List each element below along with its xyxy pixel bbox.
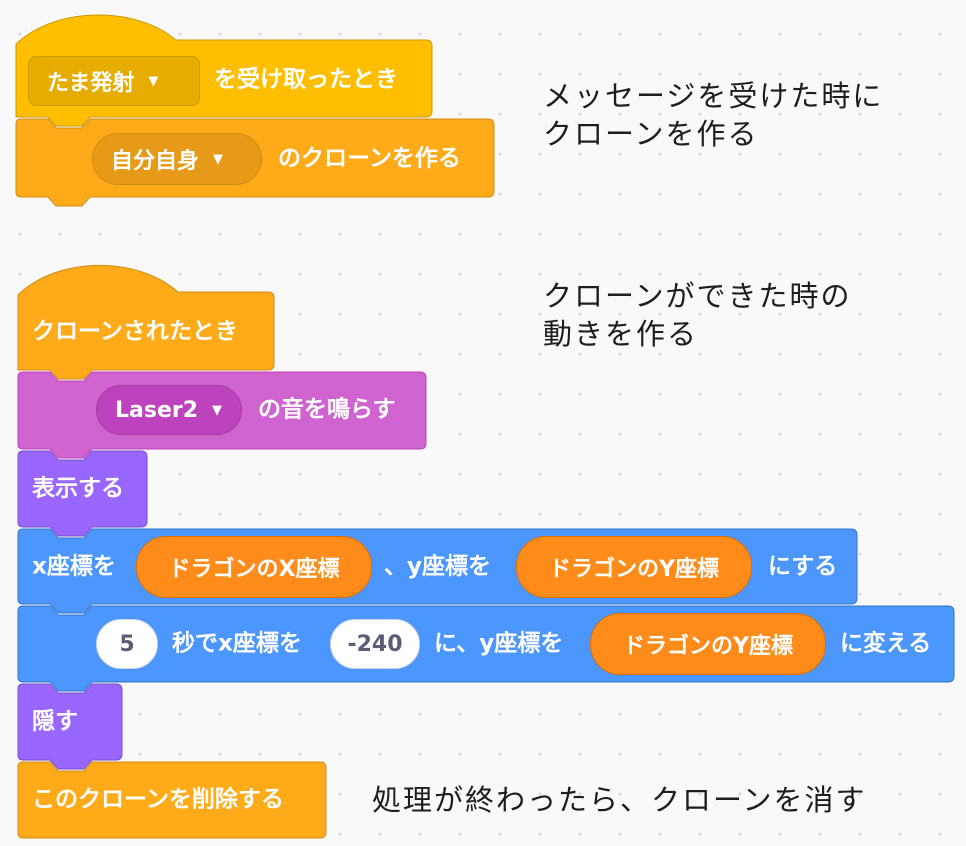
broadcast-message-value: たま発射	[47, 71, 135, 96]
broadcast-message-dropdown[interactable]: たま発射 ▼	[28, 56, 200, 106]
note-broadcast-line1: メッセージを受けた時に	[543, 79, 884, 113]
goto-suffix-label: にする	[768, 553, 838, 580]
dragon-x-reporter[interactable]: ドラゴンのX座標	[136, 536, 372, 598]
glide-seconds-input[interactable]: 5	[96, 619, 158, 669]
note-broadcast-line2: クローンを作る	[543, 117, 759, 151]
caret-down-icon: ▼	[148, 73, 159, 89]
glide-y-label: に、y座標を	[434, 630, 564, 657]
note-delete: 処理が終わったら、クローンを消す	[372, 783, 867, 817]
glide-dragon-y-reporter[interactable]: ドラゴンのY座標	[590, 613, 826, 675]
glide-seconds-value: 5	[119, 631, 135, 657]
when-cloned-label: クローンされたとき	[32, 318, 238, 345]
sound-value: Laser2	[115, 397, 199, 423]
clone-target-value: 自分自身	[111, 149, 200, 174]
clone-hat-block-shape[interactable]	[17, 264, 275, 380]
caret-down-icon: ▼	[213, 151, 224, 167]
sound-dropdown[interactable]: Laser2 ▼	[96, 385, 242, 435]
create-clone-label: のクローンを作る	[278, 145, 461, 172]
play-sound-label: の音を鳴らす	[258, 396, 396, 423]
dragon-x-reporter-label: ドラゴンのX座標	[168, 557, 340, 582]
note-clone-line1: クローンができた時の	[543, 279, 852, 313]
delete-clone-block-shape[interactable]	[17, 761, 327, 839]
clone-target-dropdown[interactable]: 自分自身 ▼	[92, 133, 262, 185]
glide-dragon-y-reporter-label: ドラゴンのY座標	[623, 634, 793, 659]
glide-x-value: -240	[347, 631, 403, 657]
glide-suffix-label: に変える	[840, 630, 932, 657]
goto-y-label: 、y座標を	[384, 553, 491, 580]
hide-block-shape[interactable]	[17, 683, 123, 770]
show-label: 表示する	[32, 475, 124, 502]
when-receive-label: を受け取ったとき	[214, 66, 398, 93]
dragon-y-reporter[interactable]: ドラゴンのY座標	[516, 536, 752, 598]
dragon-y-reporter-label: ドラゴンのY座標	[549, 557, 719, 582]
delete-clone-label: このクローンを削除する	[32, 786, 284, 813]
note-clone-line2: 動きを作る	[543, 317, 699, 351]
glide-x-input[interactable]: -240	[330, 619, 420, 669]
hide-label: 隠す	[32, 708, 78, 735]
glide-secs-label: 秒でx座標を	[172, 630, 302, 657]
caret-down-icon: ▼	[212, 402, 223, 418]
goto-x-label: x座標を	[32, 553, 116, 580]
show-block-shape[interactable]	[17, 450, 148, 537]
